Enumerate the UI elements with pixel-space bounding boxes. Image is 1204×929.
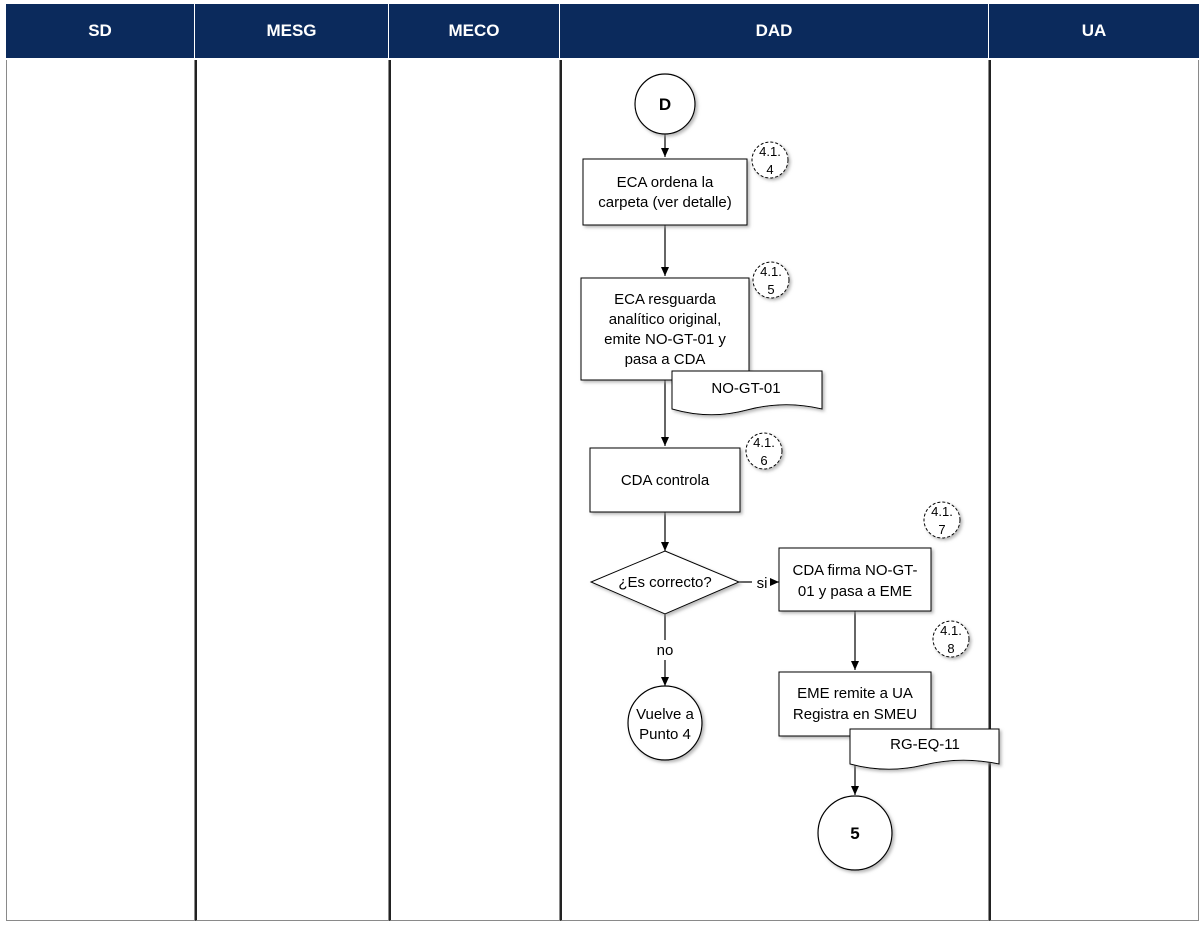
return-connector-line-1: Vuelve a: [636, 706, 694, 723]
step-415-line-3: emite NO-GT-01 y: [604, 331, 726, 348]
ref-416-line-1: 4.1.: [753, 435, 775, 450]
branch-label-no: no: [657, 642, 674, 659]
step-415-line-2: analítico original,: [609, 311, 722, 328]
ref-416-line-2: 6: [760, 453, 767, 468]
process-step-418: EME remite a UA Registra en SMEU: [778, 671, 932, 737]
lane-body-meco: [389, 60, 560, 921]
lane-header-meco: MECO: [389, 4, 560, 58]
lane-body-ua: [989, 60, 1199, 921]
lane-body-mesg: [195, 60, 389, 921]
ref-417-line-2: 7: [938, 522, 945, 537]
document-nogt01-label: NO-GT-01: [711, 380, 780, 397]
ref-badge-415: 4.1. 5: [752, 261, 790, 299]
end-connector: 5: [817, 795, 893, 871]
ref-417-line-1: 4.1.: [931, 504, 953, 519]
ref-badge-417: 4.1. 7: [923, 501, 961, 539]
step-415-line-4: pasa a CDA: [625, 351, 706, 368]
lane-header-sd: SD: [6, 4, 195, 58]
ref-418-line-2: 8: [947, 641, 954, 656]
step-418-line-2: Registra en SMEU: [793, 706, 917, 723]
decision-es-correcto: ¿Es correcto?: [589, 550, 741, 615]
end-connector-label: 5: [850, 824, 859, 843]
step-414-line-2: carpeta (ver detalle): [598, 194, 731, 211]
lane-body-sd: [6, 60, 195, 921]
document-rgeq11-label: RG-EQ-11: [890, 736, 960, 753]
process-step-415: ECA resguarda analítico original, emite …: [580, 277, 750, 381]
document-nogt01: NO-GT-01: [671, 370, 823, 416]
ref-415-line-2: 5: [767, 282, 774, 297]
process-step-414: ECA ordena la carpeta (ver detalle): [582, 158, 748, 226]
ref-badge-414: 4.1. 4: [751, 141, 789, 179]
step-415-line-1: ECA resguarda: [614, 291, 716, 308]
return-connector: Vuelve a Punto 4: [627, 685, 703, 761]
ref-415-line-1: 4.1.: [760, 264, 782, 279]
step-417-line-2: 01 y pasa a EME: [798, 583, 912, 600]
process-step-417: CDA firma NO-GT- 01 y pasa a EME: [778, 547, 932, 612]
lane-header-mesg: MESG: [195, 4, 389, 58]
start-connector-label: D: [659, 95, 671, 114]
start-connector: D: [634, 73, 696, 135]
lane-header-ua: UA: [989, 4, 1199, 58]
step-414-line-1: ECA ordena la: [617, 174, 714, 191]
ref-414-line-1: 4.1.: [759, 144, 781, 159]
ref-418-line-1: 4.1.: [940, 623, 962, 638]
step-418-line-1: EME remite a UA: [797, 685, 913, 702]
document-rgeq11: RG-EQ-11: [849, 728, 1000, 770]
ref-badge-418: 4.1. 8: [932, 620, 970, 658]
return-connector-line-2: Punto 4: [639, 726, 691, 743]
ref-badge-416: 4.1. 6: [745, 432, 783, 470]
lane-header-dad: DAD: [560, 4, 989, 58]
step-416-line-1: CDA controla: [621, 472, 710, 489]
decision-label: ¿Es correcto?: [618, 574, 711, 591]
branch-label-si: si: [757, 575, 768, 592]
process-step-416: CDA controla: [589, 447, 741, 513]
ref-414-line-2: 4: [766, 162, 773, 177]
step-417-line-1: CDA firma NO-GT-: [792, 562, 917, 579]
